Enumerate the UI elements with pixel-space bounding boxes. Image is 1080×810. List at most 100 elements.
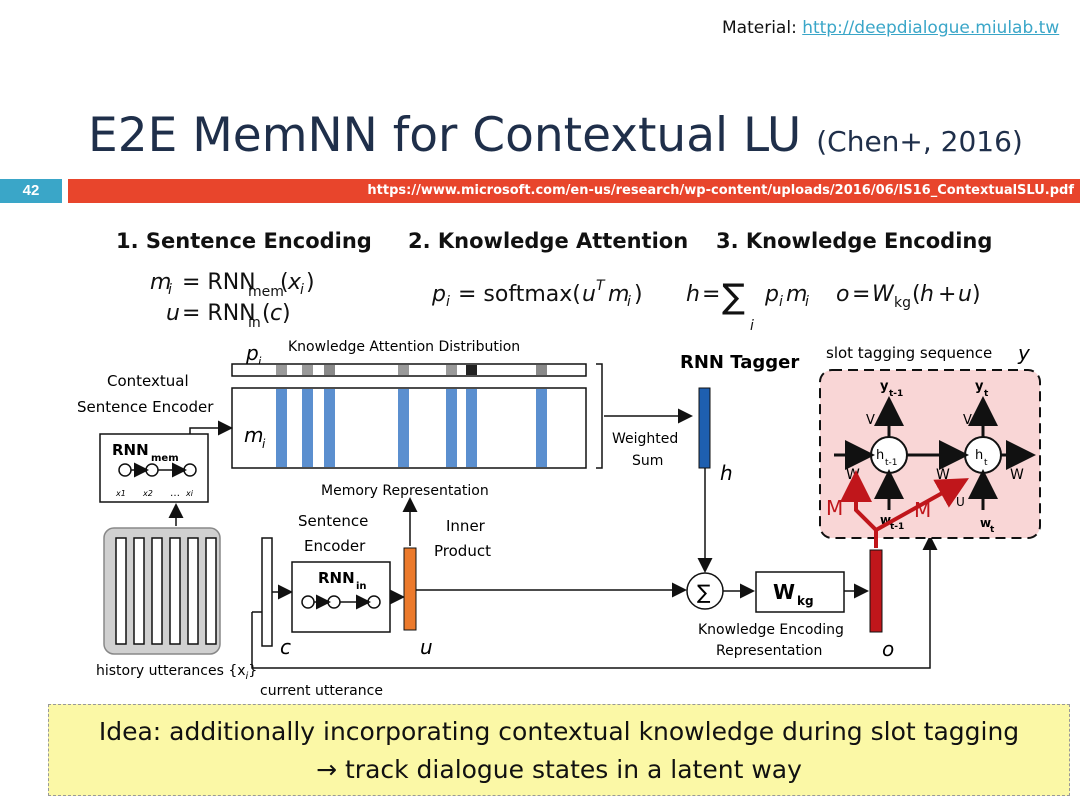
title-cite: (Chen+, 2016) [816,125,1023,158]
svg-text:x: x [287,270,302,295]
u-label: u [420,635,433,659]
svg-text:): ) [972,282,981,307]
contextual-encoder-label-2: Sentence Encoder [77,398,214,416]
m-label-sub: i [262,437,266,451]
h-t-label: h [975,448,983,463]
attention-weight [446,365,457,375]
wkg-sub: kg [797,594,814,608]
svg-text:(: ( [280,270,289,295]
step3-heading: 3. Knowledge Encoding [716,229,993,253]
memory-vectors [276,389,547,467]
memory-vector [302,389,313,467]
w-label-3: W [1010,467,1024,483]
svg-text:= softmax(: = softmax( [458,282,581,307]
material-link[interactable]: http://deepdialogue.miulab.tw [802,18,1060,38]
y-prev-sub: t-1 [889,389,903,399]
context-to-tagger-arrow [251,535,938,669]
svg-text:mem: mem [248,284,284,300]
memory-vector [536,389,547,467]
h-vector [698,387,711,469]
svg-text:i: i [446,294,450,310]
sentence-encoder-label-2: Encoder [304,537,366,555]
idea-box: Idea: additionally incorporating context… [48,704,1070,796]
svg-text:m: m [786,282,807,307]
tagger-edges [834,396,1036,510]
svg-text:= RNN: = RNN [182,270,256,295]
material-label: Material: [722,18,797,38]
paper-url[interactable]: https://www.microsoft.com/en-us/research… [367,183,1074,198]
slide-title: E2E MemNN for Contextual LU (Chen+, 2016… [88,108,1023,163]
current-utterance-bar [261,537,273,647]
sum-bracket [596,363,603,469]
svg-text:m: m [150,270,171,295]
c-label: c [280,635,291,659]
mem-encoder-arrow [189,420,233,436]
rnn-in-cells [301,594,381,610]
svg-text:i: i [300,282,304,298]
x1-label: x1 [115,489,126,498]
svg-text:+: + [938,282,956,307]
w-prev-label: w [880,513,891,527]
svg-text:=: = [852,282,870,307]
svg-text:∑: ∑ [722,277,745,317]
svg-text:u: u [582,282,596,307]
attention-weight [324,365,335,375]
m-label-1: M [826,496,843,520]
svg-text:i: i [805,294,809,310]
attention-weight [398,365,409,375]
slide-number: 42 [0,179,62,203]
h-prev-label: h [876,448,884,463]
idea-line-1: Idea: additionally incorporating context… [98,717,1020,746]
u-vector [403,547,417,631]
memory-vector [324,389,335,467]
o-vector [869,549,883,633]
svg-text:W: W [872,282,895,307]
attention-weight [276,365,287,375]
idea-line-2: → track dialogue states in a latent way [316,755,802,784]
svg-text:T: T [596,278,606,294]
weighted-sum-label-1: Weighted [612,431,678,447]
attention-weight [466,365,477,375]
p-label-sub: i [258,355,262,369]
w-t-label: w [980,516,991,530]
svg-text:in: in [248,315,261,331]
attention-weights [276,365,547,375]
svg-text:m: m [608,282,629,307]
svg-text:i: i [627,294,631,310]
tagger-nodes [870,436,1002,474]
xi-label: xi [185,489,194,498]
m-connections [840,470,969,548]
y-prev-label: y [880,379,889,394]
sum-symbol: ∑ [697,580,711,604]
inner-product-label-1: Inner [446,517,486,535]
attention-weight [536,365,547,375]
history-utterance-bars [115,537,217,645]
svg-text:i: i [779,294,783,310]
svg-text:): ) [634,282,643,307]
svg-text:=: = [702,282,720,307]
svg-text:c: c [270,301,282,326]
attention-weight [302,365,313,375]
current-utterance-label: current utterance [260,683,383,699]
memory-vector [466,389,477,467]
x2-label: x2 [142,489,153,498]
kg-rep-label-2: Representation [716,643,822,659]
svg-text:h: h [686,282,700,307]
v-label-2: V [963,413,972,428]
y-label: y [1017,341,1031,365]
memory-vector [446,389,457,467]
svg-text:u: u [958,282,972,307]
svg-text:i: i [168,282,172,298]
memory-vector [398,389,409,467]
title-main: E2E MemNN for Contextual LU [88,108,802,163]
h-prev-sub: t-1 [885,458,898,468]
step1-heading: 1. Sentence Encoding [116,229,372,253]
svg-text:p: p [431,282,446,307]
weighted-sum-label-2: Sum [632,453,663,469]
rnn-mem-cells [118,462,197,478]
svg-text:o: o [836,282,849,307]
